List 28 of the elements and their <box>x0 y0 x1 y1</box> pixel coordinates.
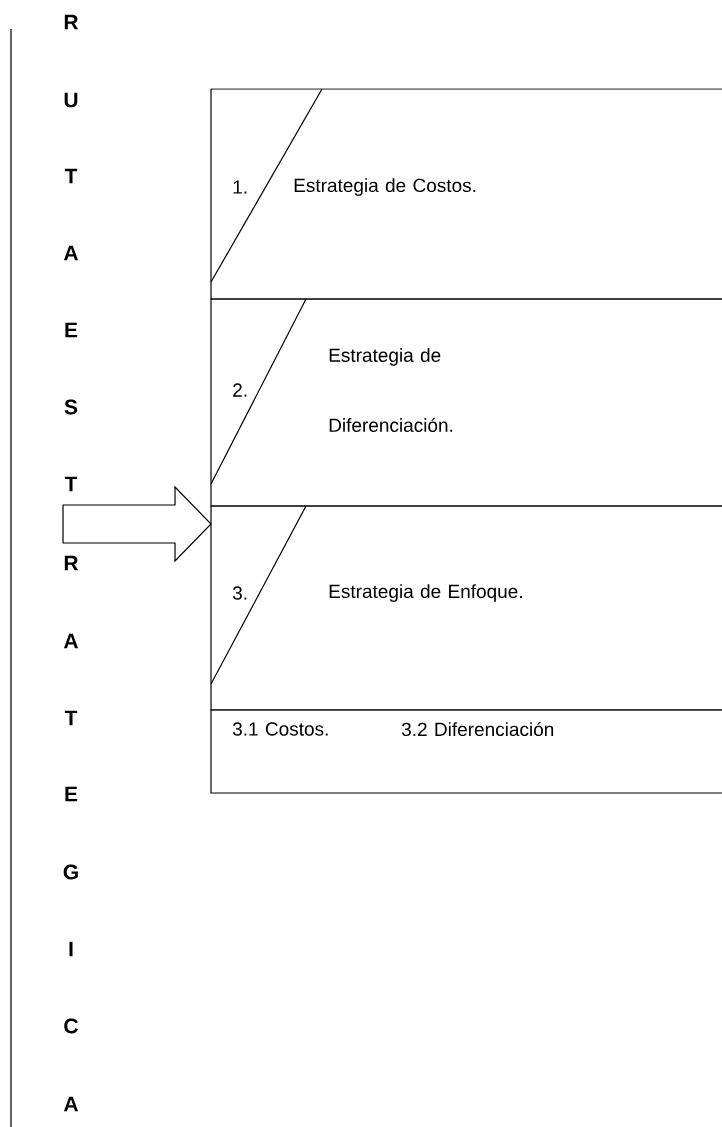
letter: S <box>64 399 78 415</box>
cell-text: Estrategia de Costos. <box>294 178 476 196</box>
block-arrow <box>62 485 212 563</box>
letter: C <box>64 1018 78 1034</box>
letter: A <box>63 1096 79 1112</box>
cell-text: 1. <box>233 180 247 194</box>
letter: A <box>63 633 79 649</box>
cell-text: 3. <box>232 586 247 600</box>
table-row <box>210 709 722 794</box>
letter: T <box>64 476 78 492</box>
cell-text: 3.2 Diferenciación <box>401 721 554 737</box>
cell-text: Estrategia de Enfoque. <box>329 584 522 602</box>
letter: I <box>69 941 73 957</box>
table-row <box>210 88 722 300</box>
table-row <box>210 298 722 507</box>
letter: A <box>63 245 79 261</box>
cell-text: Estrategia de Diferenciación. <box>329 348 453 432</box>
letter: E <box>65 322 78 338</box>
letter: T <box>64 168 78 184</box>
letter: G <box>63 864 78 880</box>
table-row <box>210 505 722 711</box>
letter: E <box>65 786 78 802</box>
cell-text: 3.1 Costos. <box>232 722 328 736</box>
letter: U <box>64 92 78 108</box>
letter: T <box>64 710 78 726</box>
letter: R <box>64 555 79 571</box>
letter: R <box>64 14 79 30</box>
cell-text: 2. <box>233 383 247 397</box>
